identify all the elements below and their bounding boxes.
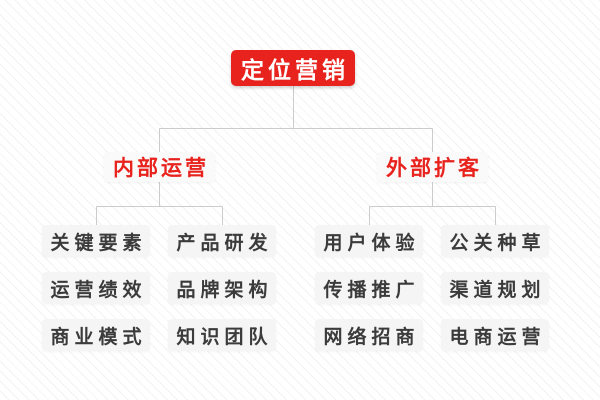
- root-label: 定位营销: [241, 57, 349, 83]
- leaf-node: 渠道规划: [441, 272, 549, 304]
- leaf-node: 电商运营: [441, 319, 549, 351]
- branch-label: 外部扩客: [386, 157, 482, 180]
- leaf-node: 商业模式: [42, 319, 150, 351]
- leaf-node: 用户体验: [315, 225, 423, 257]
- branch-node-internal-operations: 内部运营: [104, 152, 215, 182]
- root-connector-path: [159, 86, 433, 152]
- leaf-node: 传播推广: [315, 272, 423, 304]
- right-branch-connector-path: [369, 182, 496, 225]
- branch-node-external-expansion: 外部扩客: [377, 152, 488, 182]
- branch-label: 内部运营: [113, 157, 209, 180]
- leaf-node: 运营绩效: [42, 272, 150, 304]
- root-node: 定位营销: [231, 50, 355, 86]
- leaf-node: 品牌架构: [168, 272, 276, 304]
- left-branch-connector-path: [96, 182, 223, 225]
- leaf-node: 知识团队: [168, 319, 276, 351]
- leaf-node: 产品研发: [168, 225, 276, 257]
- leaf-node: 公关种草: [441, 225, 549, 257]
- leaf-node: 网络招商: [315, 319, 423, 351]
- leaf-node: 关键要素: [42, 225, 150, 257]
